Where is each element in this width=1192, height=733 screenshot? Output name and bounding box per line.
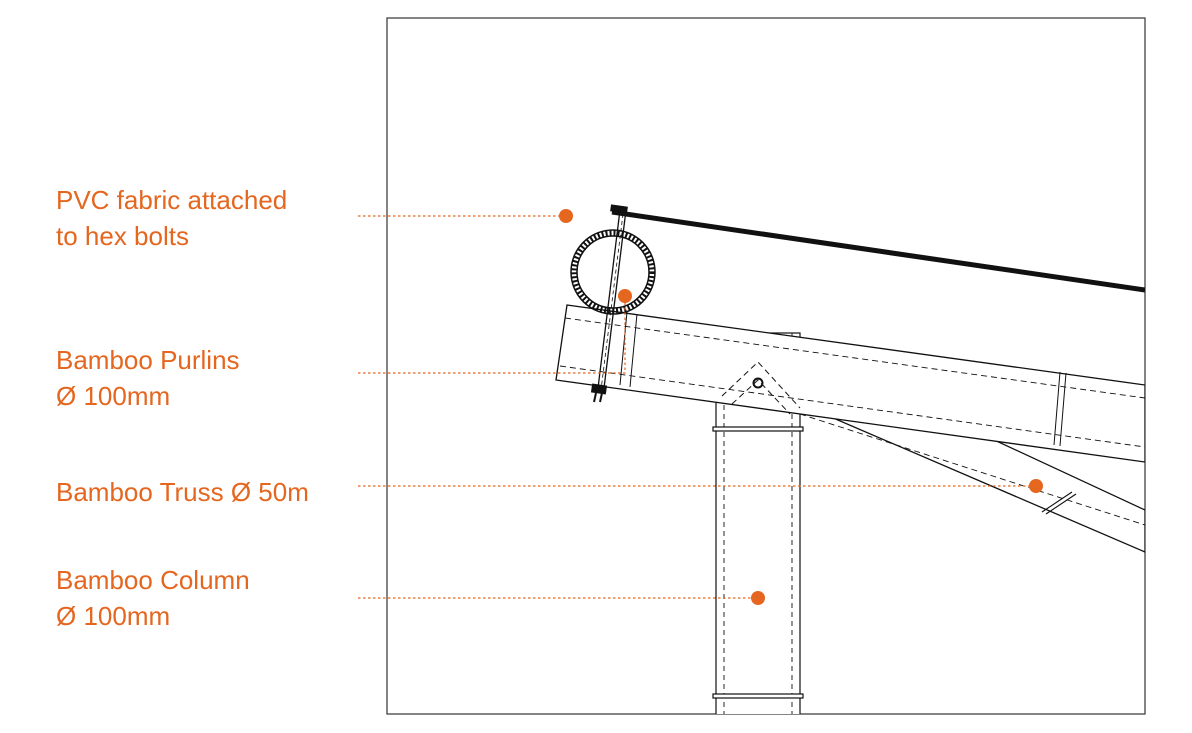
- column-joint: [721, 361, 801, 415]
- label-pvc-line1: PVC fabric attached: [56, 185, 288, 215]
- label-truss-line1: Bamboo Truss Ø 50m: [56, 477, 309, 507]
- leader-purlin: [358, 297, 626, 374]
- label-purlin-line2: Ø 100mm: [56, 381, 171, 411]
- leader-lines: [358, 215, 1036, 599]
- label-bamboo-truss: Bamboo Truss Ø 50m: [56, 474, 309, 510]
- label-bamboo-column: Bamboo Column Ø 100mm: [56, 562, 250, 634]
- label-purlin-line1: Bamboo Purlins: [56, 345, 240, 375]
- label-column-line2: Ø 100mm: [56, 601, 171, 631]
- bamboo-purlin: [555, 304, 1145, 463]
- label-pvc-fabric: PVC fabric attached to hex bolts: [56, 182, 287, 254]
- hex-bolt: [590, 204, 628, 403]
- leader-dots: [559, 209, 1043, 605]
- pvc-fabric: [611, 209, 1145, 293]
- dot-column: [751, 591, 765, 605]
- dot-pvc: [559, 209, 573, 223]
- dot-purlin: [618, 289, 632, 303]
- label-pvc-line2: to hex bolts: [56, 221, 189, 251]
- label-bamboo-purlins: Bamboo Purlins Ø 100mm: [56, 342, 240, 414]
- label-column-line1: Bamboo Column: [56, 565, 250, 595]
- dot-truss: [1029, 479, 1043, 493]
